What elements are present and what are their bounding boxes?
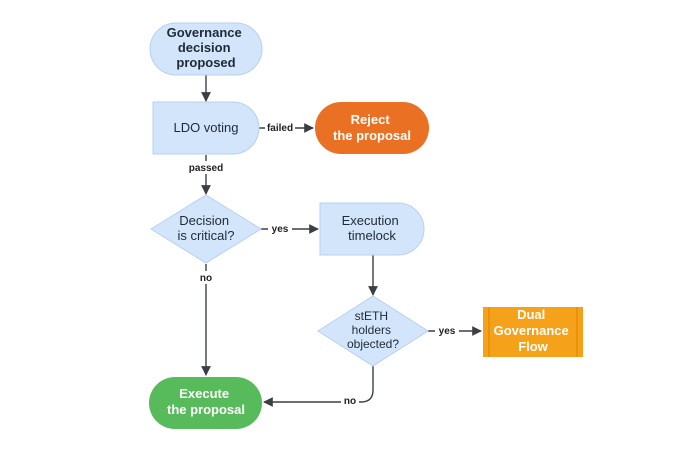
svg-text:Governance decision: Governance decision proposed [167, 25, 246, 70]
node-decision-critical: Decision is critical? [150, 194, 262, 264]
edge-objected-to-execute [263, 366, 374, 407]
node-reject: Reject the proposal [315, 102, 429, 154]
node-execute-line1: Execute [179, 386, 229, 401]
node-steth-objected: stETH holders objected? [317, 295, 429, 367]
node-execute: Execute the proposal [149, 377, 262, 429]
node-dual-governance-line2: Governance [494, 323, 569, 338]
edge-labels: failed passed yes no yes no [185, 121, 459, 407]
label-yes-objected: yes [439, 326, 456, 337]
node-ldo-voting-label: LDO voting [173, 120, 238, 135]
node-execution-timelock-line1: Execution [342, 213, 399, 228]
label-no-critical: no [200, 273, 212, 284]
node-steth-objected-line1: stETH [355, 309, 388, 323]
node-ldo-voting: LDO voting [152, 101, 260, 155]
node-decision-critical-line1: Decision [179, 213, 229, 228]
svg-text:Execution timelock: Execution timelock [342, 213, 403, 243]
node-dual-governance-line3: Flow [518, 339, 548, 354]
label-failed: failed [267, 123, 293, 134]
node-steth-objected-line3: objected? [347, 337, 399, 351]
node-governance-proposed-line3: proposed [176, 55, 235, 70]
node-governance-proposed-line1: Governance [167, 25, 242, 40]
node-execution-timelock: Execution timelock [319, 202, 425, 256]
label-yes-critical: yes [272, 224, 289, 235]
svg-text:Decision is critical?: Decision is critical? [177, 213, 234, 243]
node-governance-proposed: Governance decision proposed [149, 22, 263, 76]
label-no-objected: no [344, 396, 356, 407]
node-steth-objected-line2: holders [352, 323, 391, 337]
node-reject-line2: the proposal [333, 128, 411, 143]
node-decision-critical-line2: is critical? [177, 228, 234, 243]
node-execute-line2: the proposal [167, 402, 245, 417]
svg-text:stETH holders obje: stETH holders objected? [347, 309, 399, 351]
node-dual-governance: Dual Governance Flow [483, 307, 583, 357]
node-governance-proposed-line2: decision [178, 40, 231, 55]
node-execution-timelock-line2: timelock [348, 228, 396, 243]
svg-text:Dual Governance Fl: Dual Governance Flow [494, 307, 573, 354]
node-dual-governance-line1: Dual [517, 307, 545, 322]
svg-text:Reject the proposal: Reject the proposal [333, 112, 411, 143]
label-passed: passed [189, 163, 223, 174]
svg-text:Execute the proposal: Execute the proposal [167, 386, 245, 417]
node-reject-line1: Reject [351, 112, 391, 127]
